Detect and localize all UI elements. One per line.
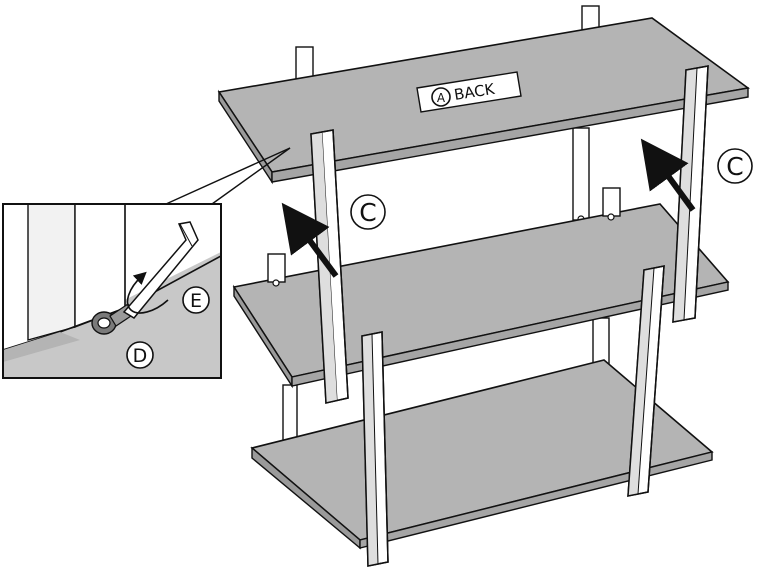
back-mid-post-upper [572, 127, 590, 223]
detail-inset: E D [2, 203, 222, 379]
svg-text:E: E [190, 290, 202, 312]
insert-arrow-icon [640, 138, 696, 212]
middle-back-cam-post [602, 187, 621, 221]
middle-shelf [232, 203, 730, 389]
front-bottom-left-post [361, 331, 389, 567]
label-a-circle [431, 87, 451, 107]
svg-text:D: D [133, 345, 148, 367]
svg-text:C: C [359, 198, 376, 227]
label-e: E [182, 286, 210, 314]
callout-lines [165, 147, 291, 205]
back-label: A BACK [416, 71, 522, 113]
label-c-left: C [350, 194, 386, 230]
label-a-letter: A [437, 91, 446, 105]
label-c-right: C [717, 148, 753, 184]
svg-text:C: C [726, 152, 743, 181]
insert-arrow-icon [281, 202, 339, 278]
front-bottom-right-post [627, 265, 665, 497]
rotation-arrow-icon [126, 271, 169, 314]
label-d: D [126, 341, 154, 369]
middle-left-cam-post [267, 253, 286, 287]
hex-key-icon [122, 221, 199, 319]
